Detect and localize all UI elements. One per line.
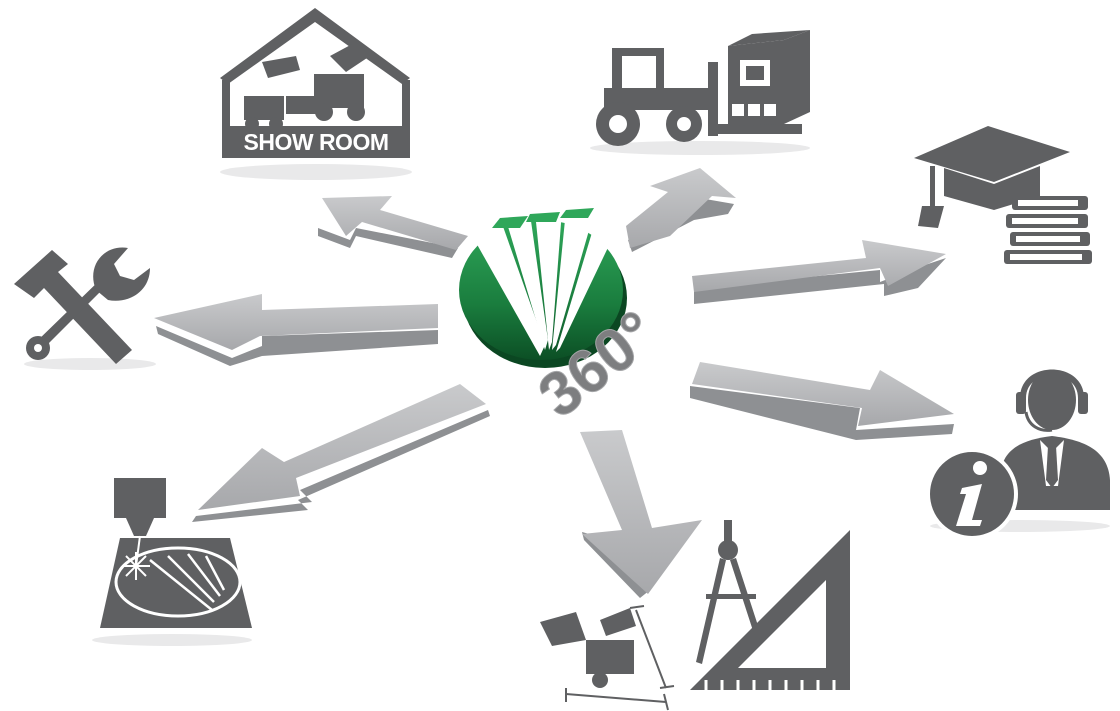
arrow-to-showroom	[318, 196, 468, 258]
laser-cutting-icon	[92, 478, 252, 646]
arrow-to-service	[154, 294, 438, 366]
arrow-to-manufacturing	[192, 384, 490, 522]
forklift-box-icon	[590, 30, 810, 155]
showroom-house-icon: SHOW ROOM	[220, 8, 412, 180]
graduation-cap-books-icon	[914, 126, 1092, 264]
hammer-wrench-icon	[14, 247, 156, 370]
support-agent-info-icon	[926, 369, 1110, 540]
arrow-to-engineering	[580, 430, 702, 598]
showroom-label: SHOW ROOM	[244, 129, 389, 155]
compass-set-square-chipper-icon	[540, 520, 850, 711]
arrow-to-logistics	[626, 168, 736, 252]
arrow-to-training	[692, 240, 946, 304]
arrows	[154, 168, 954, 598]
center-logo	[459, 206, 627, 368]
arrow-to-support	[690, 362, 954, 440]
